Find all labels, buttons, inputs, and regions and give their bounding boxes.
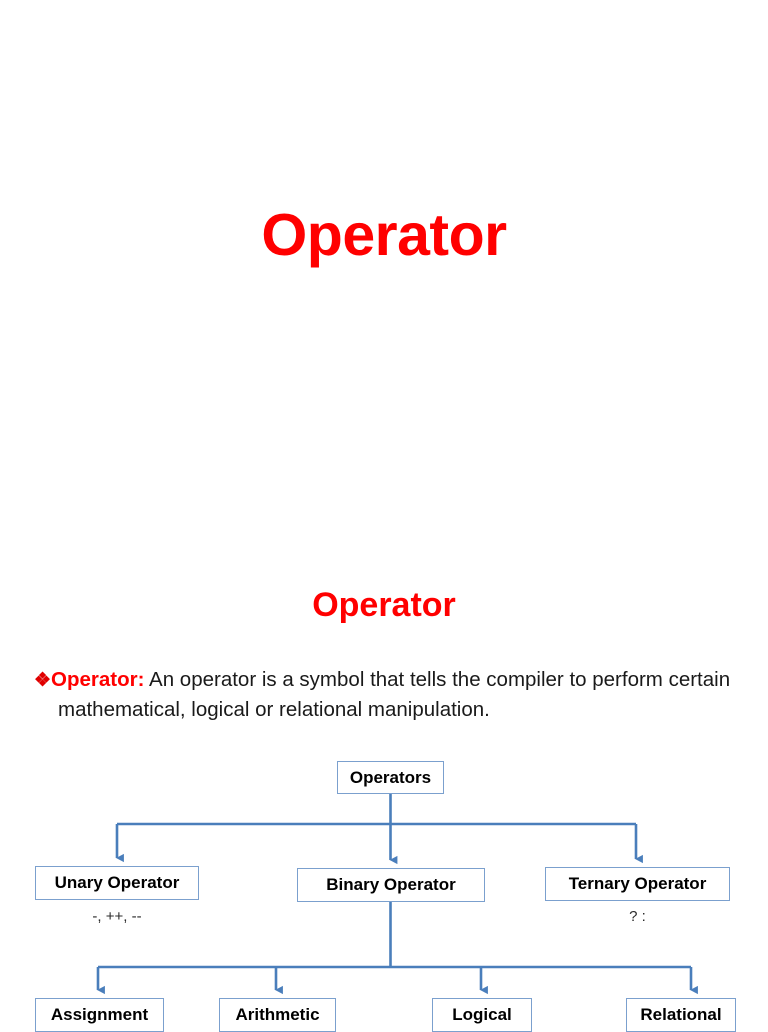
diagram-caption-unary-operator: -, ++, -- bbox=[92, 908, 142, 925]
slide-two-title: Operator bbox=[312, 586, 456, 624]
definition-term: Operator: bbox=[51, 668, 145, 691]
diagram-node-relational[interactable]: Relational bbox=[626, 998, 736, 1032]
diagram-caption-ternary-operator: ? : bbox=[629, 908, 646, 925]
diagram-node-arithmetic[interactable]: Arithmetic bbox=[219, 998, 336, 1032]
diagram-node-assignment[interactable]: Assignment bbox=[35, 998, 164, 1032]
definition-paragraph: ❖Operator: An operator is a symbol that … bbox=[34, 665, 768, 724]
slide-one-title: Operator bbox=[261, 202, 507, 268]
operator-hierarchy-diagram: Operators Unary Operator -, ++, -- Binar… bbox=[0, 748, 768, 1032]
diamond-bullet-icon: ❖ bbox=[34, 670, 52, 691]
diagram-node-operators[interactable]: Operators bbox=[337, 761, 444, 794]
diagram-node-binary-operator[interactable]: Binary Operator bbox=[297, 868, 485, 902]
diagram-connectors bbox=[96, 794, 698, 995]
diagram-node-logical[interactable]: Logical bbox=[432, 998, 532, 1032]
diagram-node-ternary-operator[interactable]: Ternary Operator bbox=[545, 867, 730, 901]
diagram-node-unary-operator[interactable]: Unary Operator bbox=[35, 866, 199, 900]
definition-text: An operator is a symbol that tells the c… bbox=[58, 668, 731, 721]
